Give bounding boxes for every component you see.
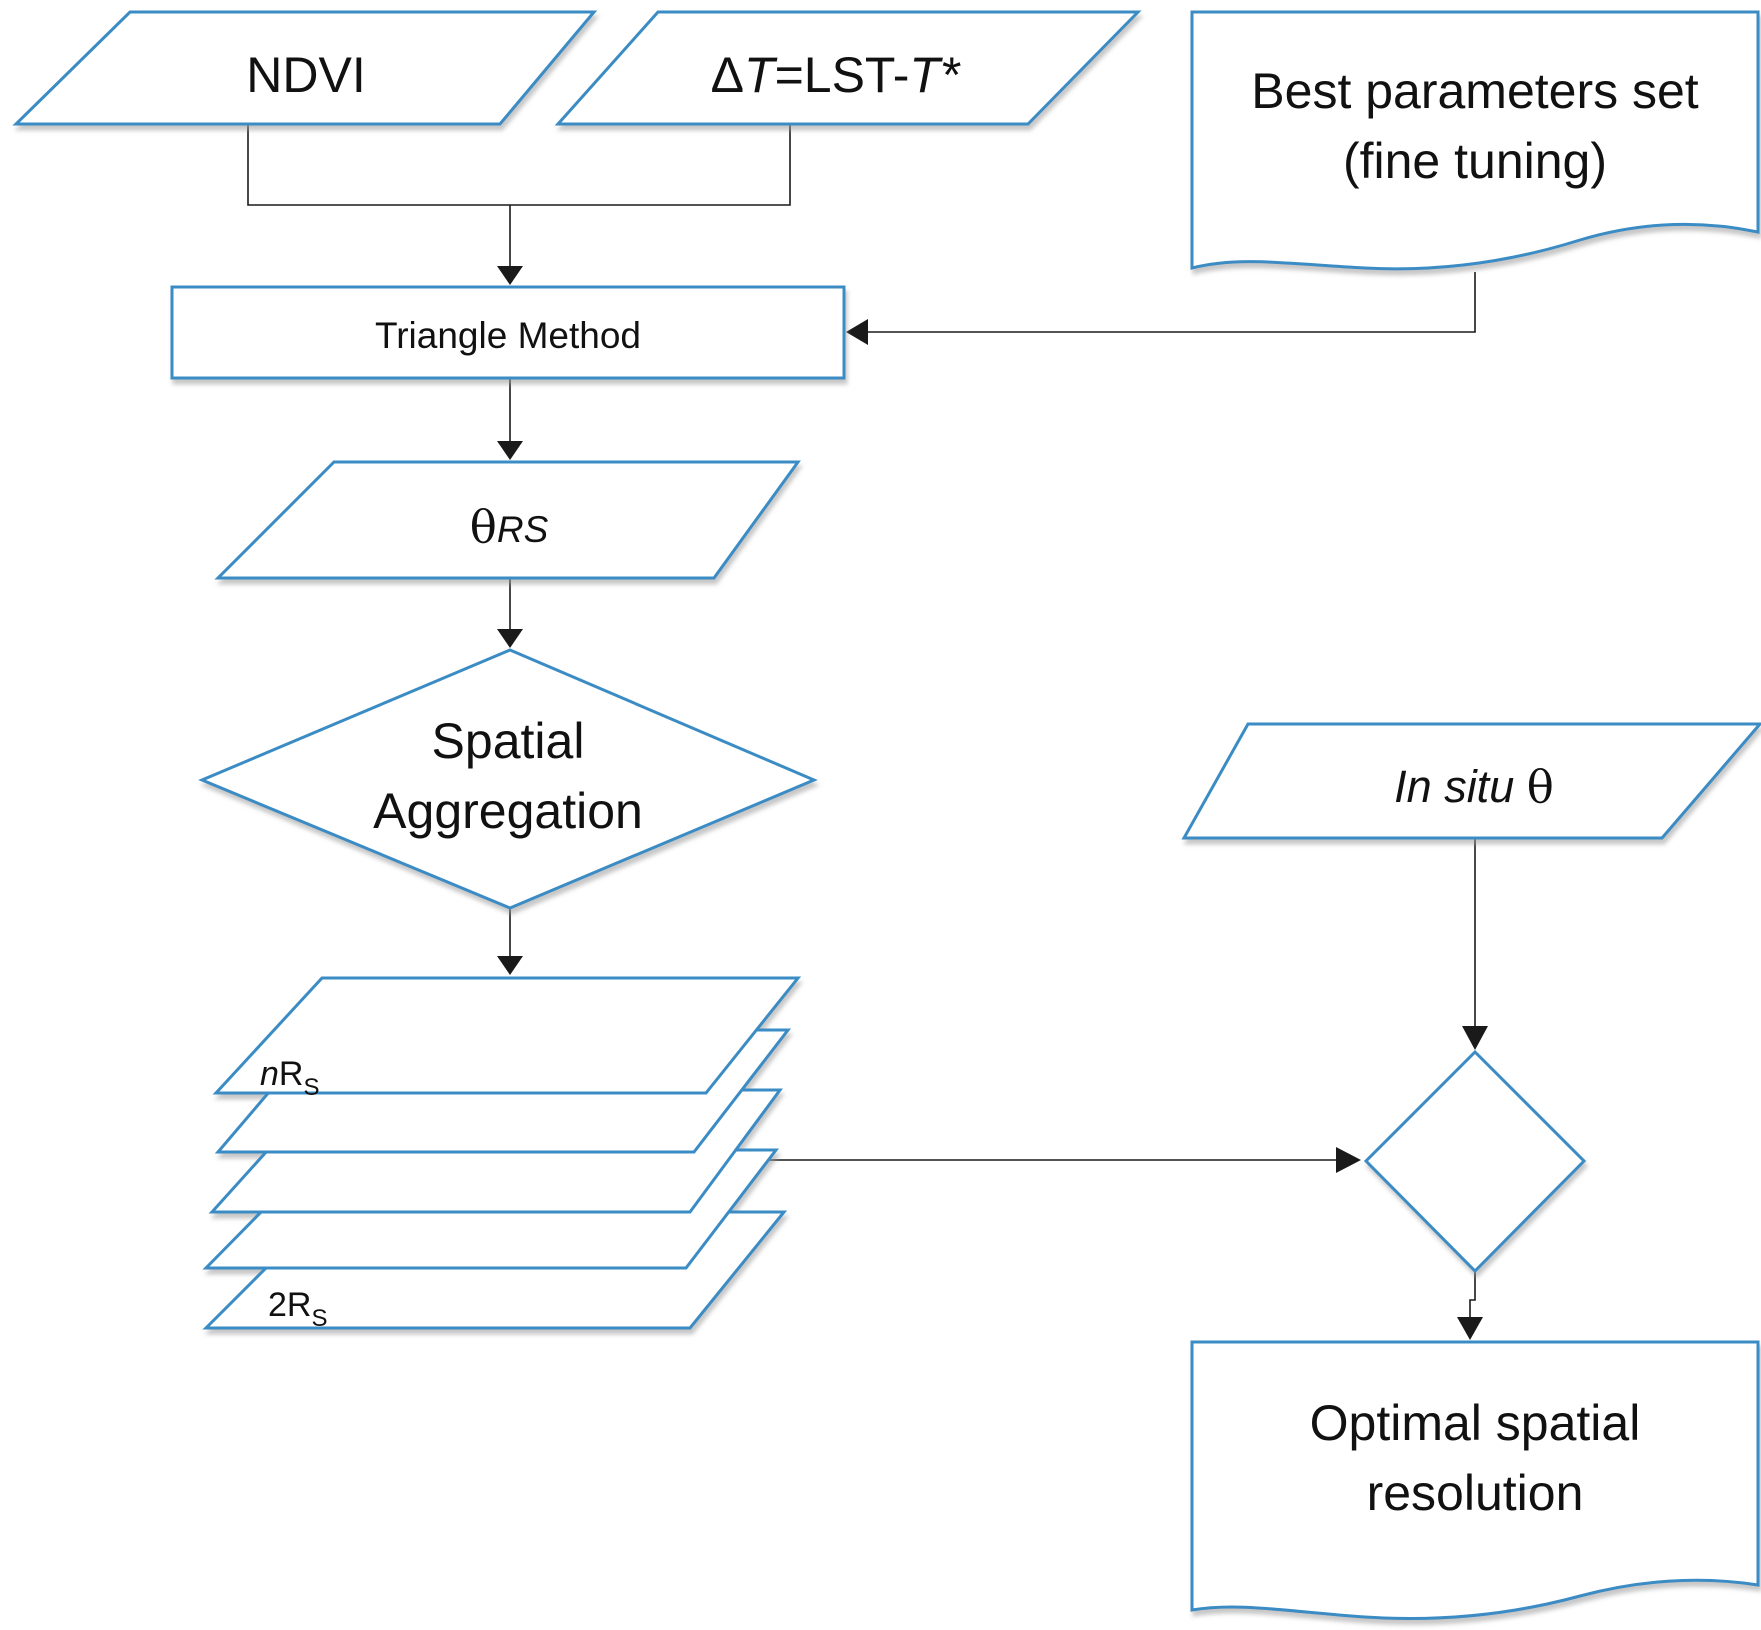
ndvi-label: NDVI xyxy=(246,47,365,103)
delta-t-input-shape xyxy=(554,10,1142,126)
connectors xyxy=(247,124,1488,1340)
arrowhead-to-triangle xyxy=(497,266,523,285)
resolution-layers-stack xyxy=(202,976,802,1330)
layer-nrs xyxy=(212,976,802,1095)
ndvi-input-shape xyxy=(12,10,598,126)
delta-t-label: ΔT=LST-T* xyxy=(711,47,961,103)
best-params-document-shape xyxy=(1190,10,1760,271)
spatial-aggregation-line1: Spatial xyxy=(432,713,585,769)
arrowhead-insitu-to-compare xyxy=(1462,1026,1488,1050)
optimal-resolution-line2: resolution xyxy=(1367,1465,1584,1521)
spatial-aggregation-line2: Aggregation xyxy=(373,783,643,839)
in-situ-label: In situ θ xyxy=(1394,760,1554,813)
theta-rs-label: θRS xyxy=(470,500,549,553)
arrowhead-to-optimal xyxy=(1457,1317,1483,1340)
connector-deltat-merge xyxy=(510,124,791,206)
layer-2rs-label: 2RS xyxy=(268,1286,327,1332)
in-situ-shape xyxy=(1181,722,1761,840)
best-params-line1: Best parameters set xyxy=(1251,63,1699,119)
connector-params-to-triangle xyxy=(862,272,1476,333)
triangle-method-label: Triangle Method xyxy=(375,315,641,356)
layer-nrs-label: nRS xyxy=(260,1055,320,1101)
arrowhead-to-aggregation xyxy=(497,629,523,648)
spatial-aggregation-decision-shape xyxy=(198,648,818,910)
arrowhead-to-compare xyxy=(1336,1147,1361,1173)
arrowhead-to-layers xyxy=(497,956,523,975)
optimal-resolution-line1: Optimal spatial xyxy=(1310,1395,1641,1451)
best-params-line2: (fine tuning) xyxy=(1343,133,1607,189)
arrowhead-params-to-triangle xyxy=(846,319,868,345)
triangle-method-shape xyxy=(170,285,846,380)
optimal-resolution-document-shape xyxy=(1190,1340,1760,1621)
connector-ndvi-merge xyxy=(247,124,510,206)
connector-compare-to-optimal xyxy=(1469,1271,1476,1318)
compare-decision-shape xyxy=(1363,1049,1587,1274)
arrowhead-to-theta xyxy=(497,441,523,460)
theta-rs-shape xyxy=(214,460,801,580)
